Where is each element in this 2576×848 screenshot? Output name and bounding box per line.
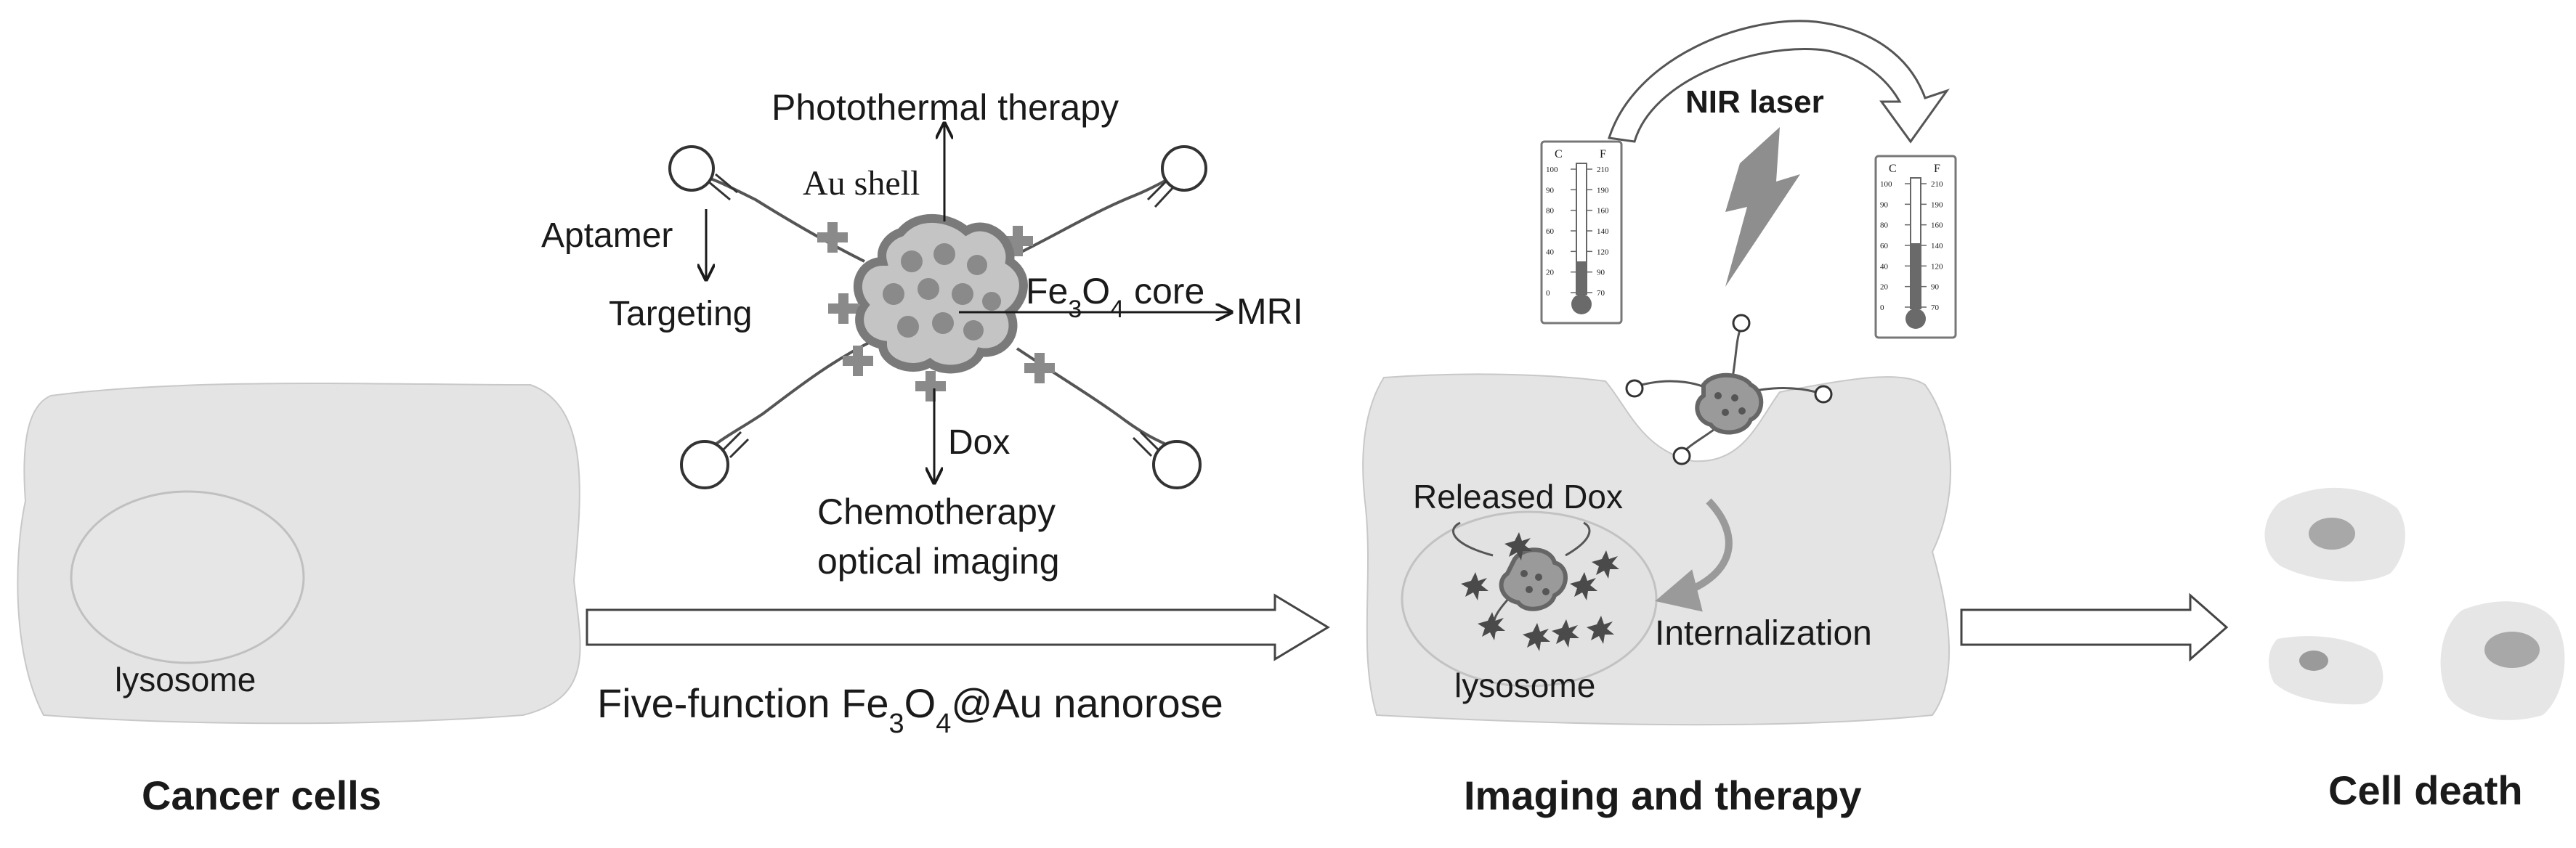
cancer-cell-left: lysosome bbox=[17, 383, 581, 725]
thermometer-f-tick: 160 bbox=[1931, 221, 1943, 230]
imaging-cell: lysosome Released Dox Internalization bbox=[1362, 373, 1951, 726]
targeting-label: Targeting bbox=[609, 295, 752, 333]
death-arrow bbox=[1960, 592, 2229, 662]
thermometer-f-tick: 90 bbox=[1597, 269, 1605, 277]
thermometer-c-label: C bbox=[1555, 148, 1563, 160]
aptamer-label: Aptamer bbox=[541, 216, 673, 255]
thermometer-f-tick: 210 bbox=[1597, 166, 1609, 174]
chemotherapy-label: Chemotherapy bbox=[817, 492, 1056, 532]
thermometer-mercury bbox=[1576, 261, 1587, 294]
thermometer-c-tick: 20 bbox=[1546, 269, 1555, 277]
thermometer-f-tick: 120 bbox=[1597, 248, 1609, 256]
aptamer-hairpins bbox=[708, 173, 1175, 459]
dox-molecules bbox=[817, 222, 1055, 401]
internalization-label: Internalization bbox=[1655, 614, 1872, 653]
thermometer-c-tick: 90 bbox=[1546, 186, 1555, 195]
thermometer-f-tick: 190 bbox=[1597, 186, 1609, 195]
cancer-cells-caption: Cancer cells bbox=[142, 772, 381, 818]
nir-laser-curved-arrow bbox=[1608, 20, 1950, 144]
thermometer-bulb bbox=[1571, 294, 1592, 314]
released-dox-label: Released Dox bbox=[1413, 478, 1623, 515]
membrane-nanoparticle bbox=[1625, 314, 1833, 465]
thermometer-c-tick: 40 bbox=[1880, 262, 1889, 271]
transition-arrow bbox=[586, 593, 1330, 661]
thermometer-c-tick: 60 bbox=[1546, 227, 1555, 236]
thermometer-f-tick: 140 bbox=[1597, 227, 1609, 236]
nir-laser-label: NIR laser bbox=[1685, 84, 1824, 120]
thermometer-f-tick: 70 bbox=[1931, 303, 1940, 312]
dead-cells bbox=[2264, 487, 2565, 720]
lysosome-mid-label: lysosome bbox=[1454, 666, 1595, 704]
thermometer-c-tick: 100 bbox=[1880, 180, 1892, 189]
thermometer-c-tick: 20 bbox=[1880, 283, 1889, 292]
optical-imaging-label: optical imaging bbox=[817, 541, 1060, 582]
thermometer-c-label: C bbox=[1889, 163, 1897, 175]
imaging-therapy-caption: Imaging and therapy bbox=[1464, 772, 1862, 818]
thermometer-f-tick: 210 bbox=[1931, 180, 1943, 189]
thermometer-f-tick: 190 bbox=[1931, 200, 1943, 209]
thermometer-mercury bbox=[1911, 243, 1921, 309]
cell-death-caption: Cell death bbox=[2328, 767, 2523, 813]
thermometer-c-tick: 90 bbox=[1880, 200, 1889, 209]
mri-label: MRI bbox=[1236, 291, 1303, 332]
lysosome-left-outline bbox=[70, 490, 305, 664]
lysosome-nanoparticle bbox=[1452, 521, 1591, 632]
thermometer-f-label: F bbox=[1934, 163, 1940, 175]
thermometer-bulb bbox=[1905, 309, 1926, 329]
dox-label: Dox bbox=[948, 423, 1010, 462]
thermometer-c-tick: 0 bbox=[1880, 303, 1884, 312]
thermometer-f-tick: 140 bbox=[1931, 242, 1943, 250]
released-dox-stars bbox=[1461, 532, 1619, 651]
nanorose-arrow-label: Five-function Fe3O4@Au nanorose bbox=[597, 680, 1223, 739]
thermometer-before: C F 100 210 90 190 80 160 60 140 40 120 20 90 0 70 bbox=[1540, 140, 1623, 325]
photothermal-label: Photothermal therapy bbox=[771, 87, 1119, 128]
nanorose-structure bbox=[668, 145, 1207, 489]
thermometer-c-tick: 40 bbox=[1546, 248, 1555, 256]
thermometer-c-tick: 60 bbox=[1880, 242, 1889, 250]
thermometer-c-tick: 80 bbox=[1880, 221, 1889, 230]
thermometer-after: C F 100 210 90 190 80 160 60 140 40 120 20 90 0 70 bbox=[1874, 155, 1957, 339]
thermometer-f-tick: 120 bbox=[1931, 262, 1943, 271]
lysosome-left-label: lysosome bbox=[115, 661, 256, 698]
fe3o4-core-particles bbox=[883, 243, 1001, 341]
thermometer-f-tick: 90 bbox=[1931, 283, 1940, 292]
thermometer-c-tick: 0 bbox=[1546, 289, 1550, 298]
thermometer-f-label: F bbox=[1600, 148, 1606, 160]
lightning-bolt-icon bbox=[1725, 127, 1800, 287]
thermometer-c-tick: 80 bbox=[1546, 207, 1555, 216]
internalization-arrow bbox=[1655, 498, 1733, 612]
au-shell-label: Au shell bbox=[803, 164, 920, 203]
thermometer-f-tick: 70 bbox=[1597, 289, 1605, 298]
thermometer-f-tick: 160 bbox=[1597, 207, 1609, 216]
core-label: Fe3O4 core bbox=[1026, 271, 1204, 323]
aptamer-loops bbox=[668, 145, 1207, 489]
thermometer-c-tick: 100 bbox=[1546, 166, 1558, 174]
